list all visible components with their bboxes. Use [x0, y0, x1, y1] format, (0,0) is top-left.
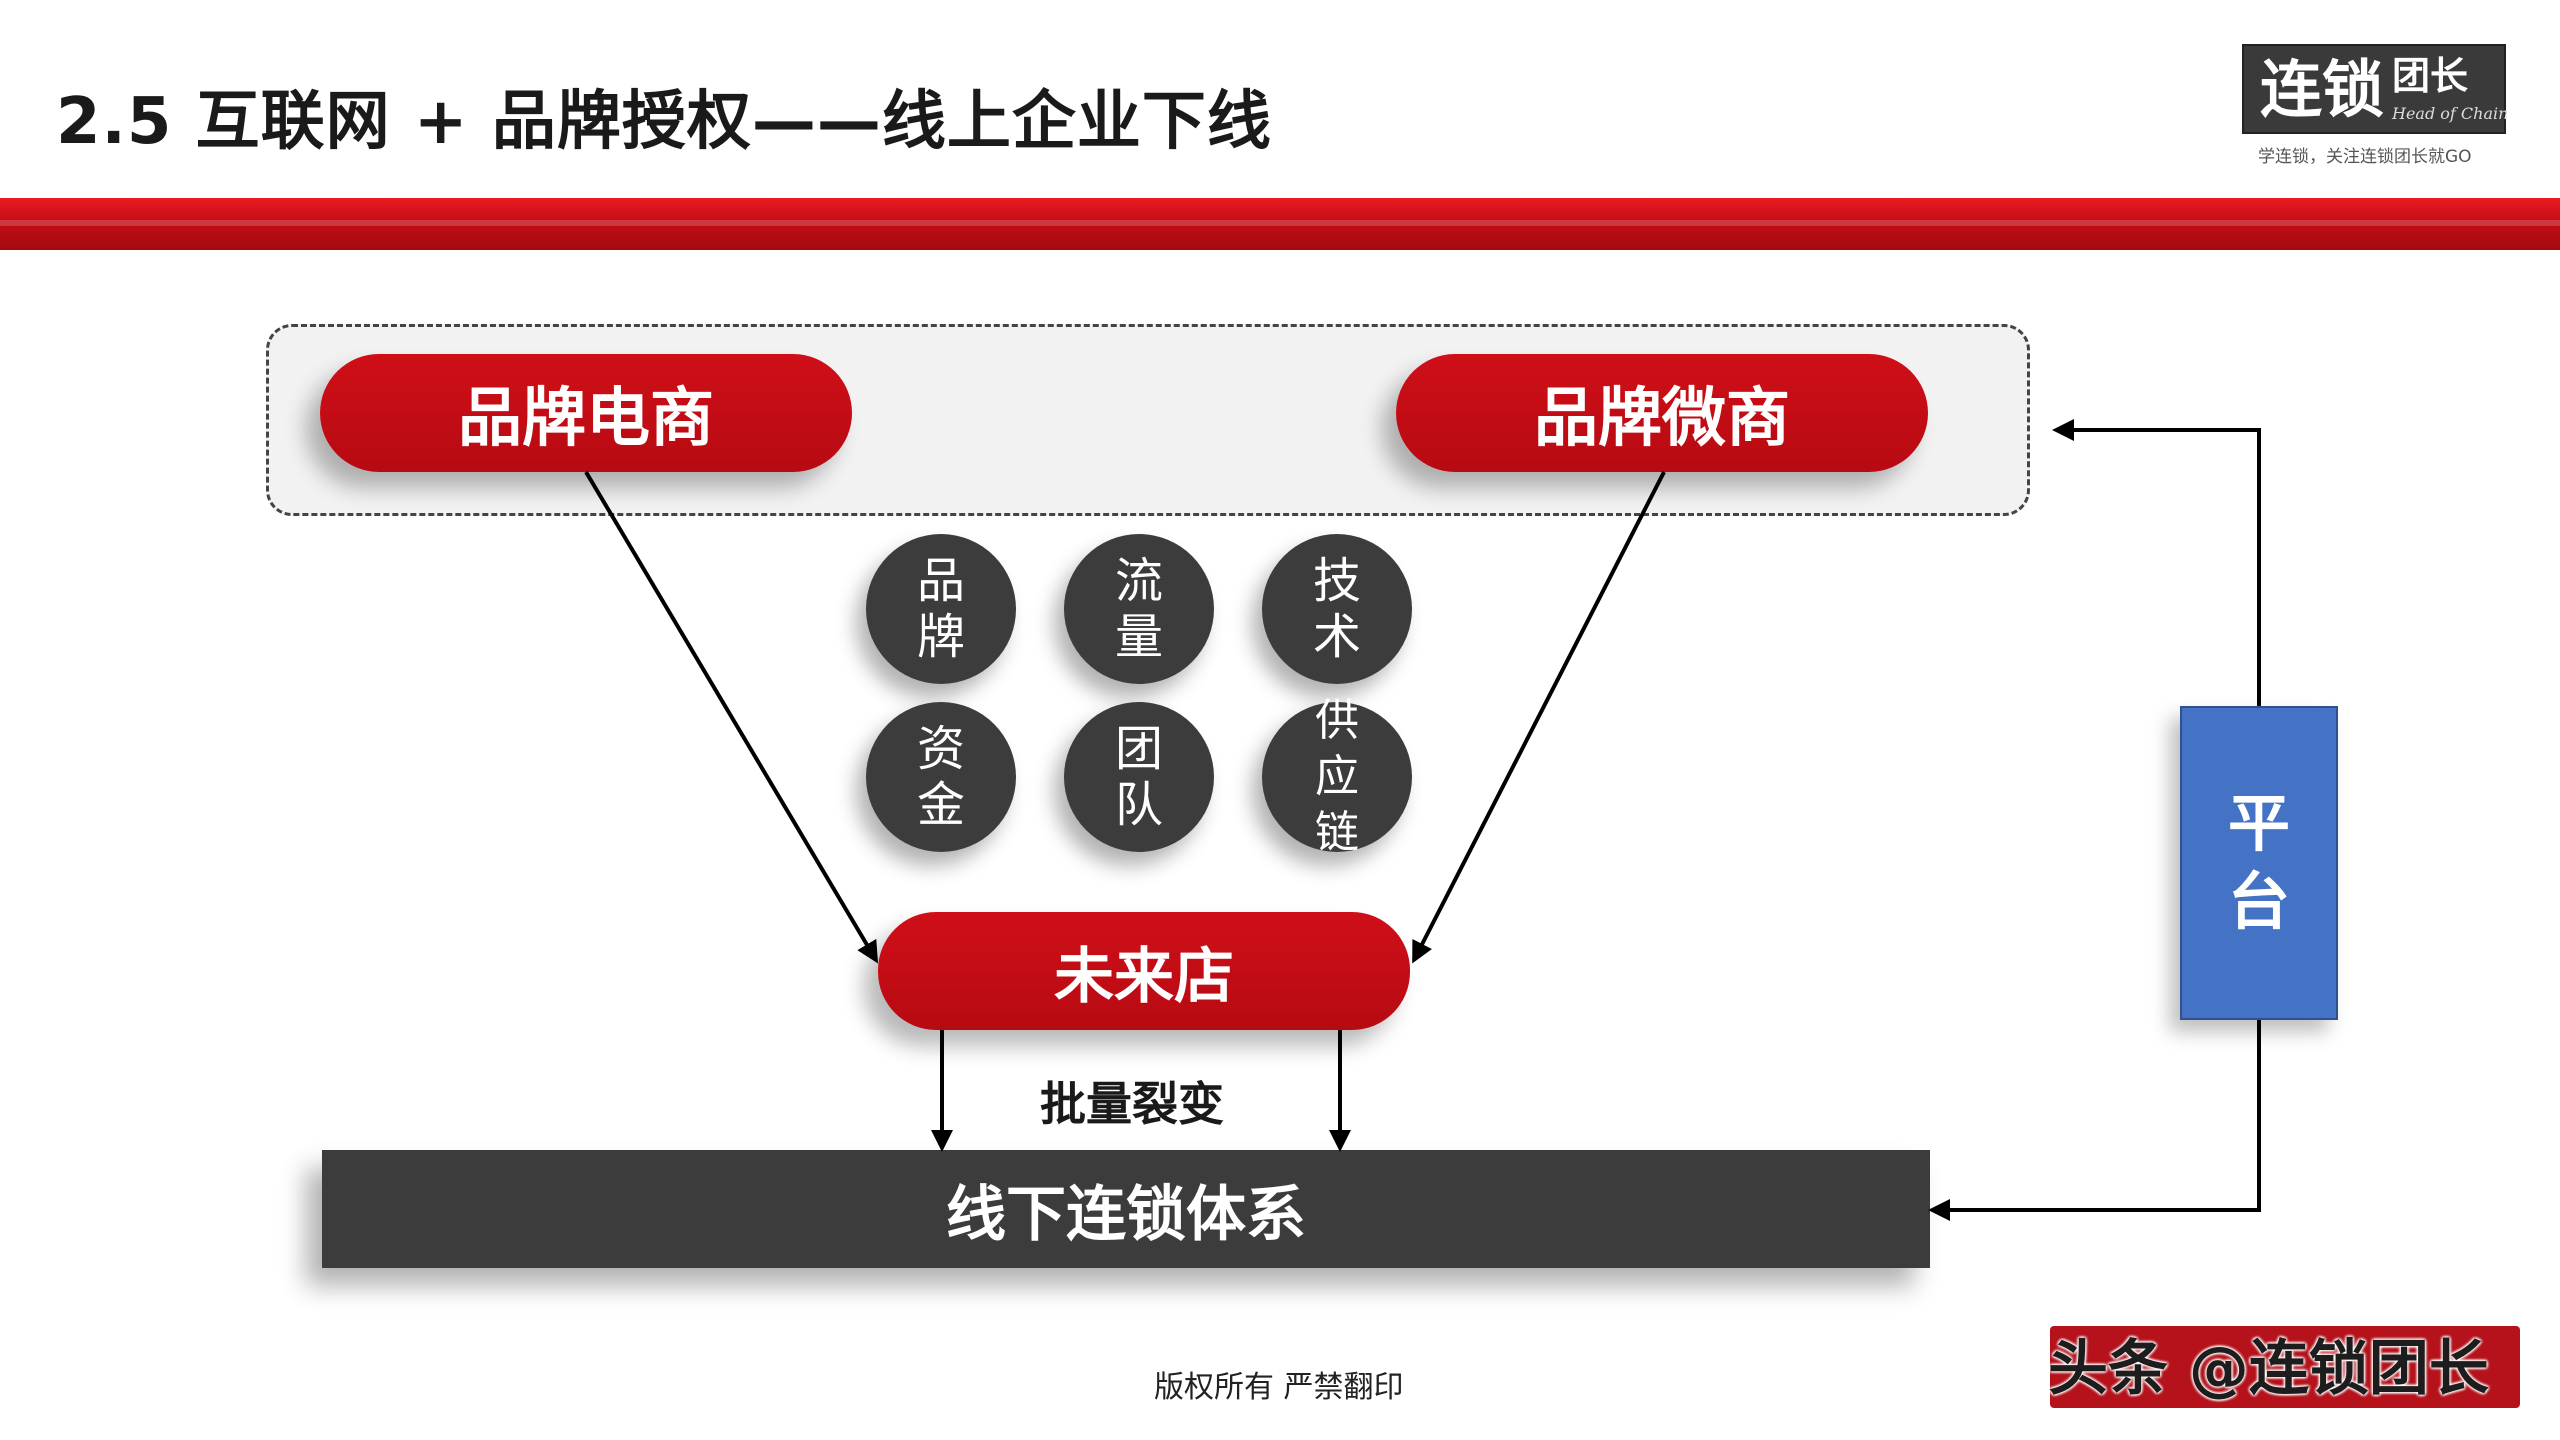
arrow-platform-to-top [2052, 419, 2261, 706]
arrow-ecommerce-to-store [584, 470, 879, 964]
watermark-badge [2050, 1326, 2520, 1408]
resource-technology: 技 术 [1262, 534, 1412, 684]
resource-team: 团 队 [1064, 702, 1214, 852]
copyright-notice: 版权所有 严禁翻印 [1154, 1370, 1404, 1405]
future-store-node: 未来店 [878, 912, 1410, 1030]
platform-node: 平 台 [2180, 706, 2338, 1020]
resource-traffic: 流 量 [1064, 534, 1214, 684]
logo-tagline: 学连锁，关注连锁团长就GO [2258, 147, 2472, 167]
brand-ecommerce-node: 品牌电商 [320, 354, 852, 472]
batch-fission-label: 批量裂变 [1040, 1077, 1224, 1131]
logo-english-text: Head of Chain [2392, 104, 2509, 123]
resource-capital: 资 金 [866, 702, 1016, 852]
brand-logo: 连锁 团长 Head of Chain [2242, 44, 2509, 134]
logo-main-text: 连锁 [2260, 53, 2385, 126]
watermark-text: 头条 @连锁团长 [2048, 1334, 2489, 1404]
page-title: 2.5 互联网 + 品牌授权——线上企业下线 [56, 85, 1272, 159]
header-divider-band [0, 198, 2560, 250]
resource-brand: 品 牌 [866, 534, 1016, 684]
arrow-platform-to-base [1928, 1020, 2261, 1221]
logo-side-text: 团长 [2392, 54, 2469, 98]
brand-wechat-node: 品牌微商 [1396, 354, 1928, 472]
offline-chain-system-bar: 线下连锁体系 [322, 1150, 1930, 1268]
arrow-wechat-to-store [1412, 471, 1666, 964]
resource-supply-chain: 供 应 链 [1262, 695, 1412, 858]
